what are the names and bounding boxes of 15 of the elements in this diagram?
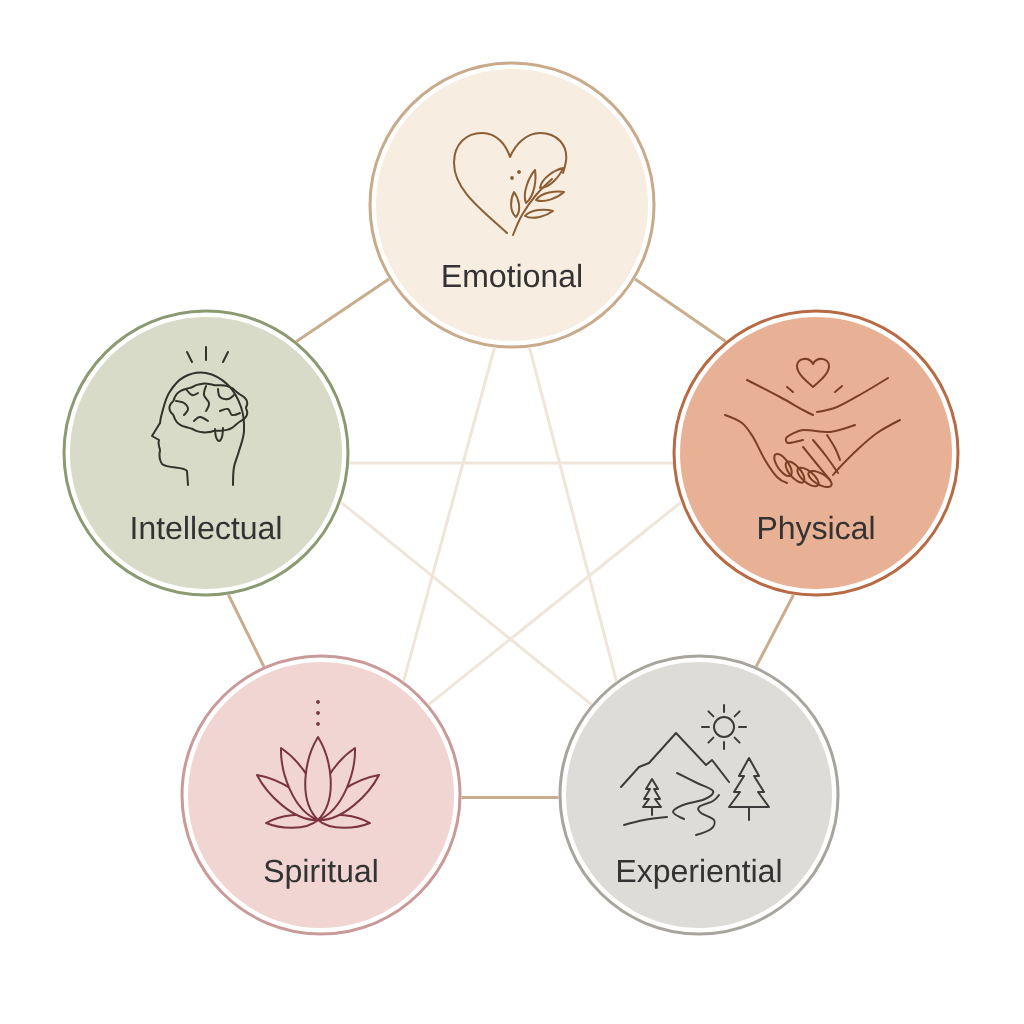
connector-line <box>427 500 683 706</box>
circle-node: Physical <box>672 309 960 597</box>
connector-line <box>634 277 727 343</box>
connector-line <box>461 795 559 799</box>
connector-line <box>754 594 795 668</box>
circle-node: Intellectual <box>62 309 350 597</box>
connector-line <box>295 277 390 343</box>
connector-line <box>349 461 673 465</box>
circle-node: Experiential <box>558 654 840 936</box>
connector-line <box>339 500 593 706</box>
circle-node: Spiritual <box>180 654 462 936</box>
circle-node: Emotional <box>368 61 656 349</box>
connector-line <box>402 347 496 682</box>
connector-line <box>528 347 618 682</box>
connector-line <box>227 594 266 668</box>
